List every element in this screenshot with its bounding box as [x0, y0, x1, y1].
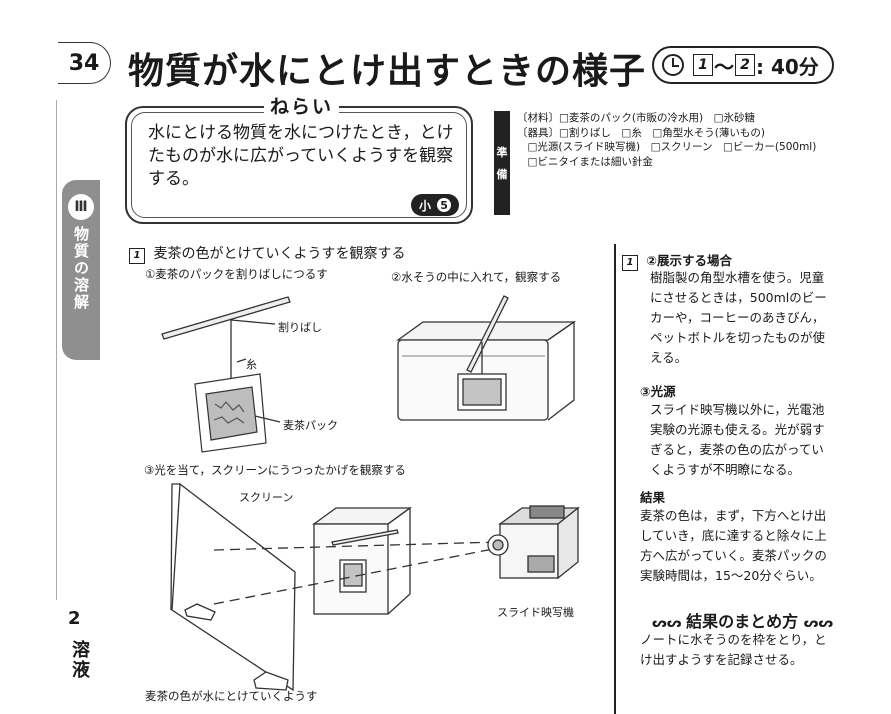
result-heading: 結果 [640, 490, 666, 505]
display-heading: ②展示する場合 [646, 253, 732, 268]
right-display-heading: 1 ②展示する場合 [622, 250, 732, 271]
unit-to: 2 [735, 54, 755, 76]
right-section-number: 1 [622, 255, 638, 271]
side-tab-numeral: Ⅲ [68, 194, 94, 220]
summary-ornament-right-icon: ᔕᔕ [803, 616, 834, 631]
prep-list: 〔材料〕□麦茶のパック(市販の冷水用) □氷砂糖 〔器具〕□割りばし □糸 □角… [517, 112, 817, 168]
figure-caption-2: ②水そうの中に入れて，観察する [391, 270, 562, 284]
page-number: 34 [58, 42, 111, 84]
bottom-caption: 麦茶の色が水にとけていくようす [145, 689, 318, 703]
summary-text: ノートに水そうのを枠をとり，とけ出すようすを記録させる。 [640, 632, 827, 667]
side-lower-number: 2 [68, 608, 81, 629]
aim-heading: ねらい [264, 92, 340, 119]
figure-caption-1: ①麦茶のパックを割りばしにつるす [145, 267, 328, 281]
duration: : 40分 [756, 54, 819, 79]
side-tab-text: 物質の溶解 [72, 226, 90, 311]
figure-1-chopsticks [161, 296, 291, 384]
clock-icon [662, 54, 684, 76]
summary-heading: ᔕᔕ 結果のまとめ方 ᔕᔕ [652, 608, 833, 632]
grade-badge: 小 5 [411, 194, 460, 216]
prep-label-char1: 準 [496, 146, 508, 159]
aim-text: 水にとける物質を水につけたとき，とけたものが水に広がっていくようすを観察する。 [148, 123, 454, 189]
label-teabag: 麦茶パック [283, 419, 338, 432]
side-lower-text: 溶液 [69, 640, 90, 680]
section-heading: 1 麦茶の色がとけていくようすを観察する [129, 243, 405, 264]
light-heading: ③光源 [640, 384, 676, 399]
figure-1-teabag [194, 373, 281, 453]
display-text: 樹脂製の角型水槽を使う。児童にさせるときは，500mlのビーカーや，コーヒーのあ… [650, 270, 827, 365]
time-box: 1 〜 2 : 40分 [652, 46, 834, 84]
figure-caption-3: ③光を当て，スクリーンにうつったかげを観察する [144, 463, 406, 477]
result-text: 麦茶の色は，まず，下方へとけ出していき，底に達すると除々に上方へ広がっていく。麦… [640, 508, 827, 583]
section-number: 1 [129, 248, 145, 264]
grade-number: 5 [437, 198, 452, 212]
light-text: スライド映写機以外に，光電池実験の光源も使える。光が弱すぎると，麦茶の色の広がっ… [650, 402, 825, 477]
label-thread: 糸 [246, 358, 257, 371]
summary-heading-text: 結果のまとめ方 [686, 612, 799, 631]
label-projector: スライド映写機 [497, 606, 574, 619]
unit-from: 1 [693, 54, 713, 76]
prep-label: 準 備 [494, 111, 510, 215]
figure-2-tank [395, 295, 577, 421]
page-title: 物質が水にとけ出すときの様子 [128, 51, 647, 92]
time-separator: 〜 [714, 54, 734, 79]
projector-icon [487, 505, 580, 580]
margin-line [56, 100, 57, 600]
prep-label-char2: 備 [496, 168, 508, 181]
column-divider [614, 244, 616, 714]
figure-3-setup [170, 482, 499, 692]
grade-prefix: 小 [419, 198, 432, 213]
label-chopsticks: 割りばし [278, 321, 322, 334]
summary-ornament-left-icon: ᔕᔕ [652, 616, 687, 631]
label-screen: スクリーン [239, 491, 294, 504]
section-title: 麦茶の色がとけていくようすを観察する [153, 246, 406, 262]
